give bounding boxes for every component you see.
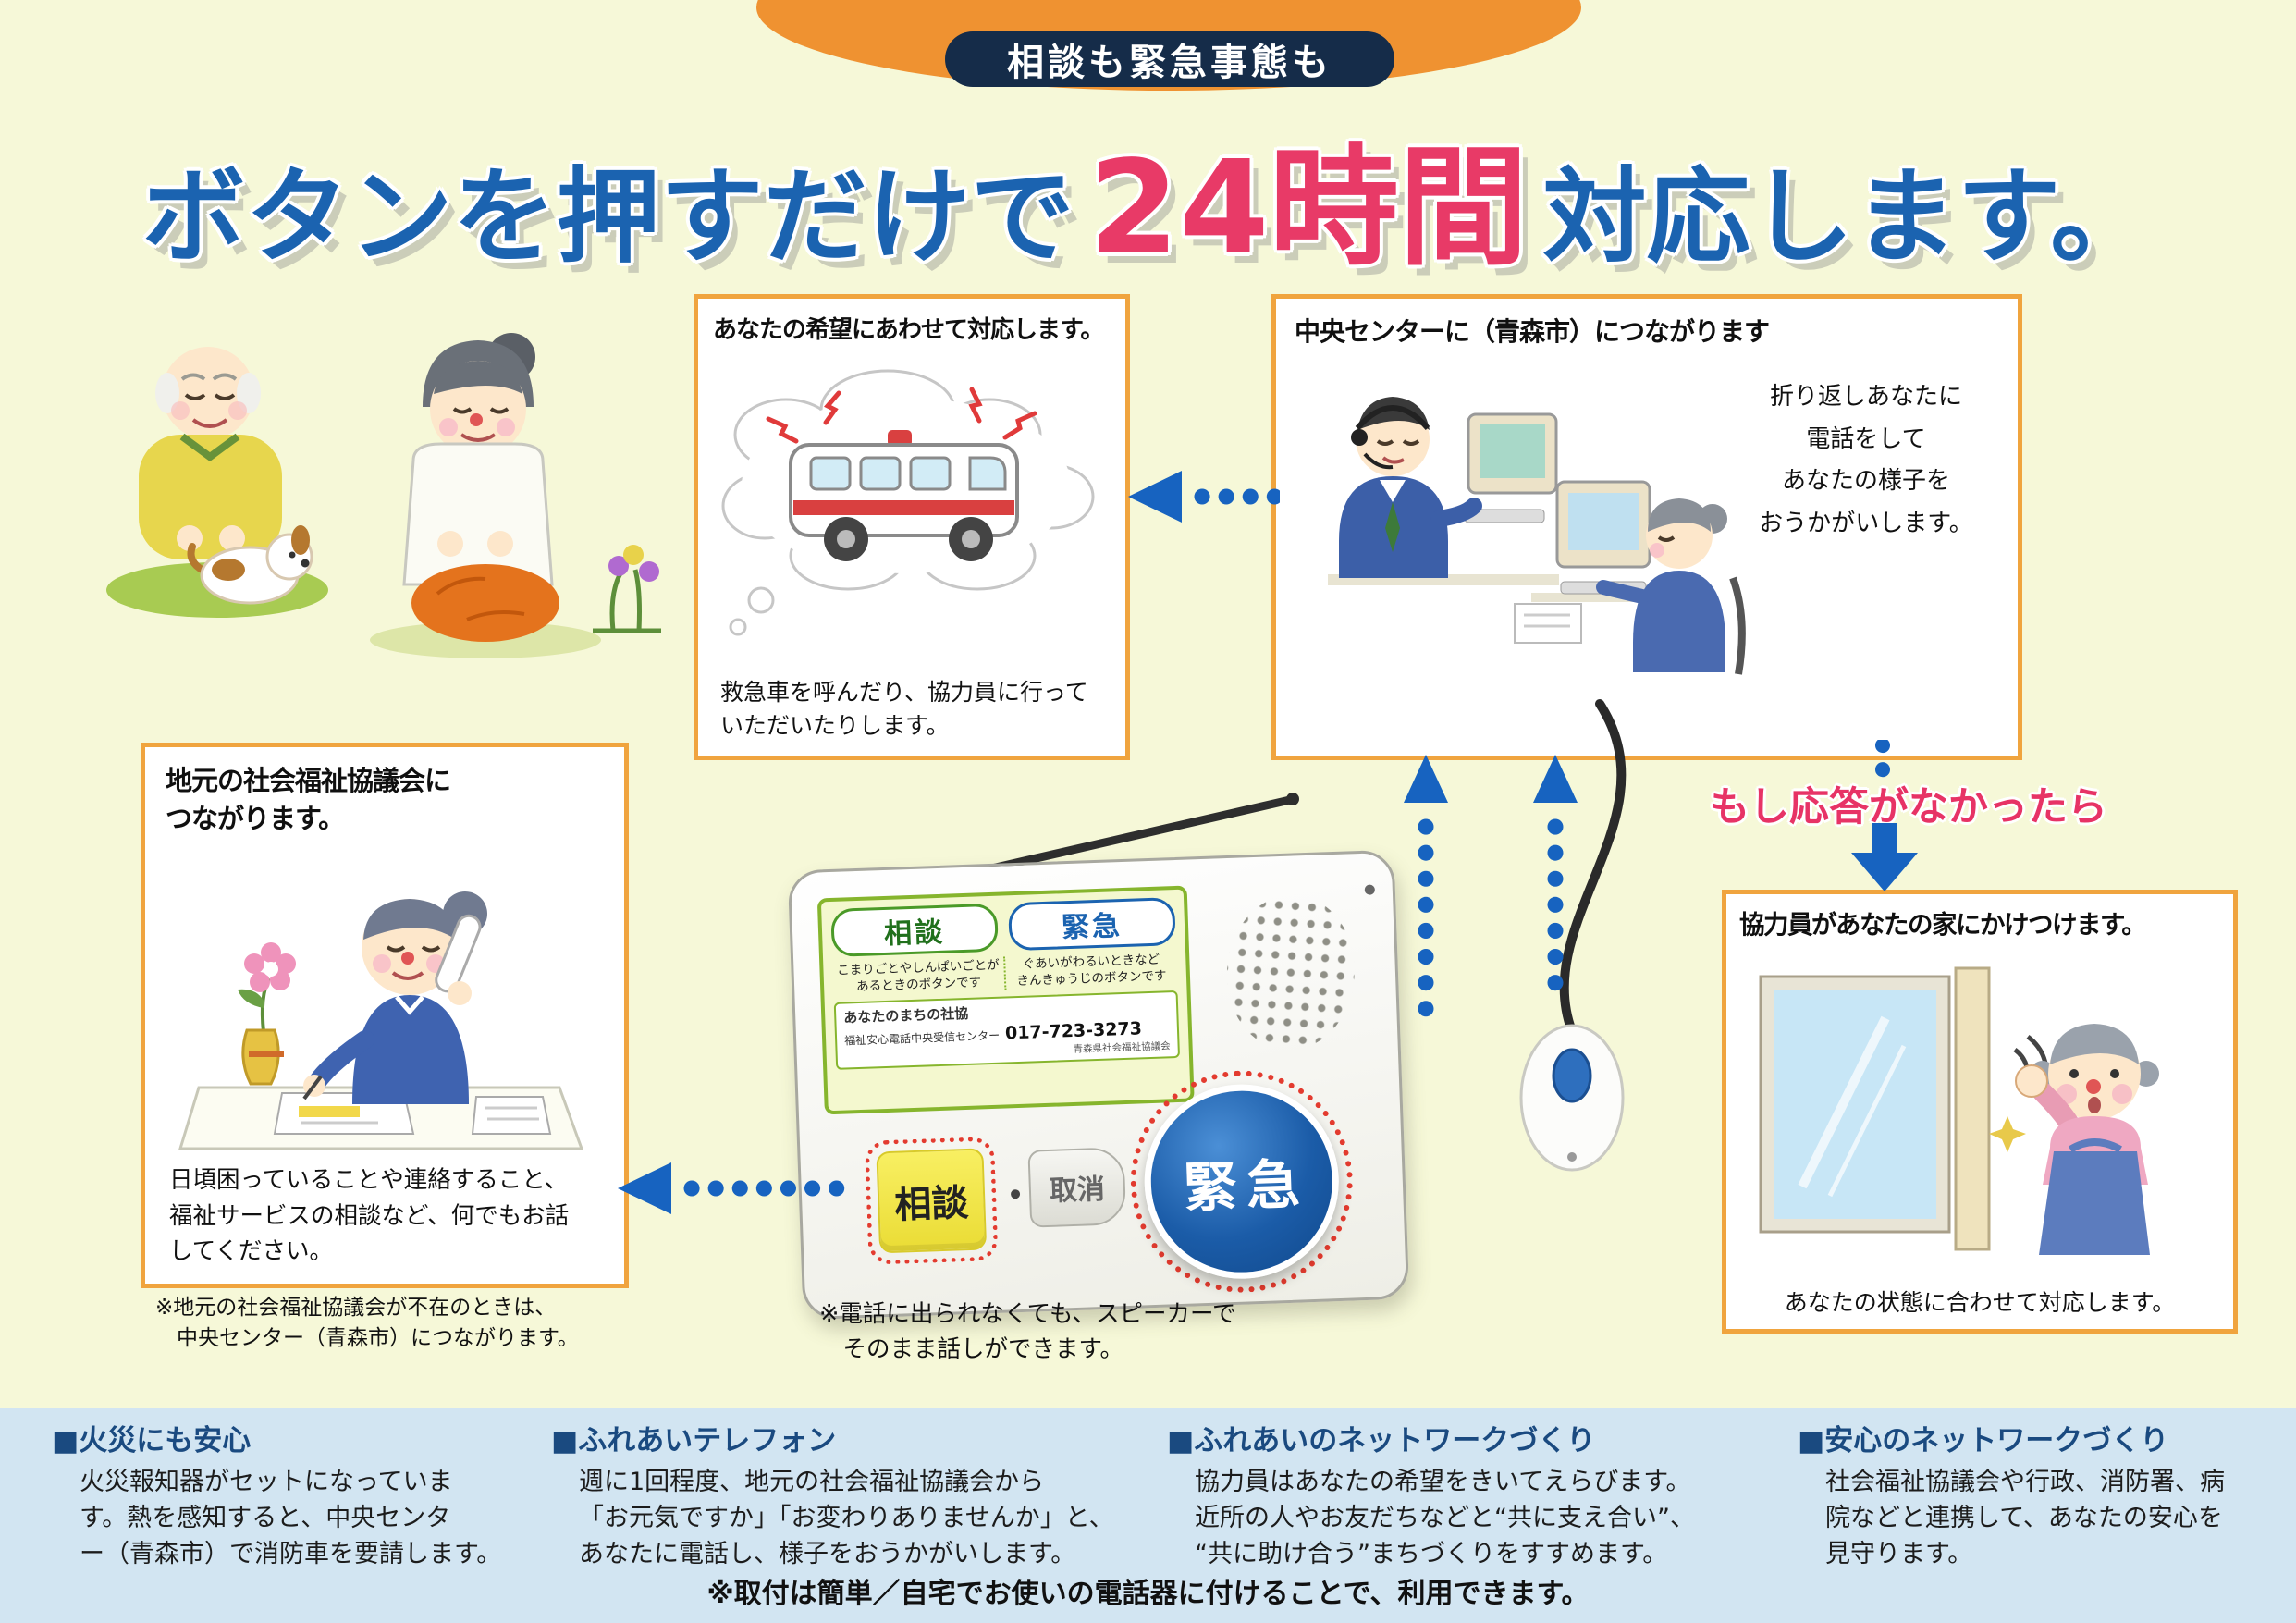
panel-kinkyu-desc: ぐあいがわるいときなど きんきゅうじのボタンです (1003, 950, 1178, 990)
footer-col-title: ■火災にも安心 (52, 1424, 252, 1457)
central-center-side-text: 折り返しあなたに 電話をして あなたの様子を おうかがいします。 (1759, 383, 1973, 537)
helper-box-caption: あなたの状態に合わせて対応します。 (1784, 1289, 2176, 1316)
panel-kinkyu-label: 緊急 (1008, 897, 1176, 952)
solid-arrow-down-to-helper (1851, 823, 1918, 891)
title-part2: 対応します。 (1542, 157, 2155, 277)
consult-button-ring: 相談 (864, 1136, 999, 1265)
footer-note: ※取付は簡単／自宅でお使いの電話器に付けることで、利用できます。 (706, 1578, 1590, 1610)
helper-knocking-illustration (1759, 966, 2159, 1255)
footer-col-title: ■ふれあいのネットワークづくり (1167, 1424, 1596, 1457)
emergency-button: 緊急 (1141, 1081, 1343, 1283)
no-answer-lead: もし応答がなかったら (1710, 784, 2107, 830)
hope-box-title: あなたの希望にあわせて対応します。 (713, 316, 1104, 344)
footer-col-body: 火災報知器がセットになっていま す。熱を感知すると、中央センタ ー（青森市）で消… (80, 1468, 502, 1569)
device-led (1364, 884, 1376, 895)
footer-col-body: 週に1回程度、地元の社会福祉協議会から 「お元気ですか」「お変わりありませんか」… (579, 1468, 1114, 1569)
dotted-arrow-device-to-center-1 (1404, 755, 1448, 1038)
device-label-panel: 相談 緊急 こまりごとやしんぱいごとが あるときのボタンです ぐあいがわるいとき… (816, 885, 1195, 1115)
cancel-button: 取消 (1027, 1147, 1127, 1228)
device-note: ※電話に出られなくても、スピーカーで そのまま話しができます。 (819, 1300, 1236, 1364)
central-center-title: 中央センターに（青森市）につながります (1295, 316, 1770, 347)
device-body: 相談 緊急 こまりごとやしんぱいごとが あるときのボタンです ぐあいがわるいとき… (787, 849, 1410, 1321)
device-speaker (1222, 891, 1360, 1055)
elderly-couple-illustration (106, 333, 661, 658)
hope-box-caption: 救急車を呼んだり、協力員に行って いただいたりします。 (720, 678, 1088, 739)
dotted-arrow-pendant-to-center (1533, 755, 1578, 1010)
hope-box: あなたの希望にあわせて対応します。 (694, 294, 1130, 760)
phone-woman-illustration (178, 891, 584, 1150)
footer-col-fureai-network: ■ふれあいのネットワークづくり 協力員はあなたの希望をきいてえらびます。 近所の… (1167, 1417, 1768, 1572)
local-council-title: 地元の社会福祉協議会に つながります。 (166, 765, 451, 834)
consult-button: 相談 (876, 1148, 988, 1254)
local-council-caption: 日頃困っていることや連絡すること、 福祉サービスの相談など、何でもお話 してくだ… (169, 1166, 570, 1265)
footer-col-anshin-network: ■安心のネットワークづくり 社会福祉協議会や行政、消防署、病 院などと連携して、… (1798, 1417, 2269, 1572)
panel-soudan-label: 相談 (830, 903, 999, 957)
title-24hours: 24時間 (1088, 133, 1529, 284)
dotted-line-center-to-no-answer (1875, 740, 1890, 784)
helper-box-title: 協力員があなたの家にかけつけます。 (1739, 910, 2147, 940)
local-council-box: 地元の社会福祉協議会に つながります。 (141, 743, 629, 1288)
footer-band (0, 1408, 2296, 1623)
footer-col-telephone: ■ふれあいテレフォン 週に1回程度、地元の社会福祉協議会から 「お元気ですか」「… (551, 1417, 1134, 1572)
title-part1: ボタンを押すだけで (141, 157, 1074, 277)
footer-col-fire: ■火災にも安心 火災報知器がセットになっていま す。熱を感知すると、中央センタ … (52, 1417, 533, 1572)
helper-box: 協力員があなたの家にかけつけます。 (1722, 890, 2238, 1334)
central-center-box: 中央センターに（青森市）につながります (1271, 294, 2022, 760)
footer-col-body: 協力員はあなたの希望をきいてえらびます。 近所の人やお友だちなどと“共に支え合い… (1195, 1468, 1695, 1569)
footer-col-body: 社会福祉協議会や行政、消防署、病 院などと連携して、あなたの安心を 見守ります。 (1825, 1468, 2225, 1569)
footer-col-title: ■安心のネットワークづくり (1798, 1424, 2169, 1457)
device-dot (1010, 1189, 1021, 1199)
local-council-footnote: ※地元の社会福祉協議会が不在のときは、 中央センター（青森市）につながります。 (155, 1296, 579, 1351)
operators-illustration (1328, 397, 1746, 675)
dotted-arrow-device-to-local (618, 1162, 845, 1214)
footer-col-title: ■ふれあいテレフォン (551, 1424, 837, 1457)
panel-soudan-desc: こまりごとやしんぱいごとが あるときのボタンです (836, 957, 1000, 995)
banner-badge: 相談も緊急事態も (945, 31, 1394, 87)
ambulance-cloud-illustration (721, 369, 1095, 636)
dotted-arrow-center-to-hope (1128, 471, 1280, 523)
emergency-phone-device: 相談 緊急 こまりごとやしんぱいごとが あるときのボタンです ぐあいがわるいとき… (786, 772, 1433, 1346)
pendant-transmitter (1519, 699, 1627, 1172)
